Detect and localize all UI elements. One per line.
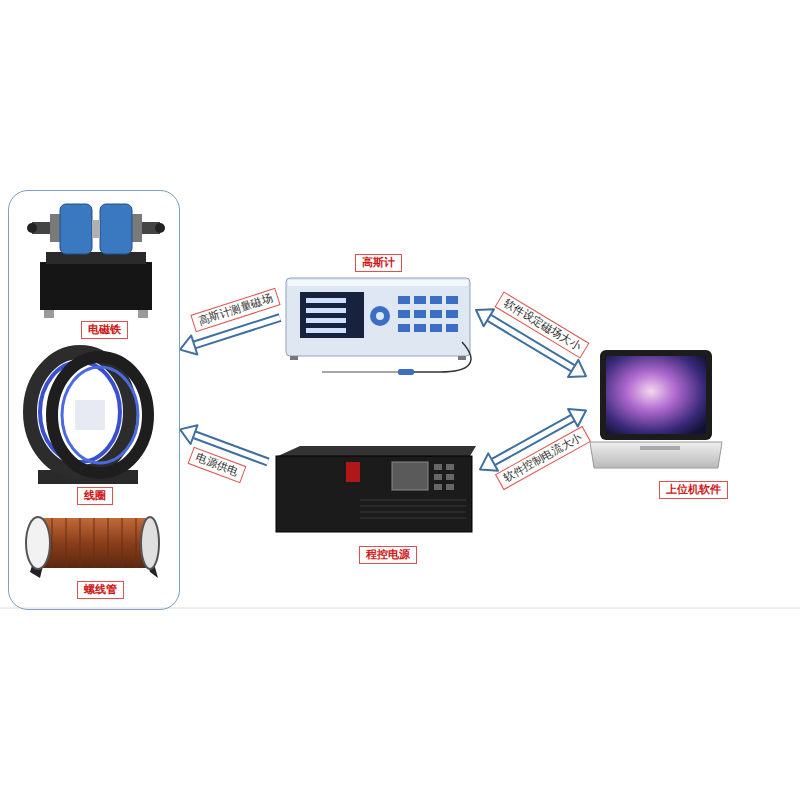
arrow-head: [480, 453, 498, 470]
arrow-head: [568, 360, 586, 377]
divider-line: [0, 608, 800, 609]
arrow-head: [568, 409, 586, 426]
device-label: 电磁铁: [81, 321, 128, 339]
solenoid-picture: [26, 517, 159, 578]
coil-picture: [30, 352, 148, 484]
device-label: 程控电源: [359, 546, 417, 564]
device-label: 螺线管: [77, 581, 124, 599]
edge-label: 高斯计测量磁场: [190, 288, 280, 332]
device-panel: 电磁铁线圈螺线管: [8, 190, 180, 610]
device-label: 线圈: [77, 487, 113, 505]
laptop-picture: [590, 350, 722, 468]
host-computer: 上位机软件: [586, 345, 724, 501]
electromagnet-picture: [27, 204, 165, 318]
edge-label: 软件控制电流大小: [495, 426, 591, 490]
device-label: 高斯计: [355, 254, 402, 272]
edge-label: 软件设定磁场大小: [494, 292, 589, 359]
gaussmeter: 高斯计: [280, 252, 476, 378]
power-supply-picture: [276, 446, 476, 532]
electromagnet: 电磁铁: [24, 195, 164, 340]
arrow-head: [180, 425, 198, 444]
gaussmeter-picture: [286, 278, 471, 375]
edge-label: 电源供电: [187, 447, 246, 483]
solenoid: 螺线管: [12, 507, 172, 602]
power-supply: 程控电源: [268, 445, 480, 567]
device-label: 上位机软件: [659, 481, 728, 499]
arrow-head: [476, 309, 494, 326]
coil: 线圈: [20, 345, 160, 505]
arrow-head: [180, 335, 197, 354]
